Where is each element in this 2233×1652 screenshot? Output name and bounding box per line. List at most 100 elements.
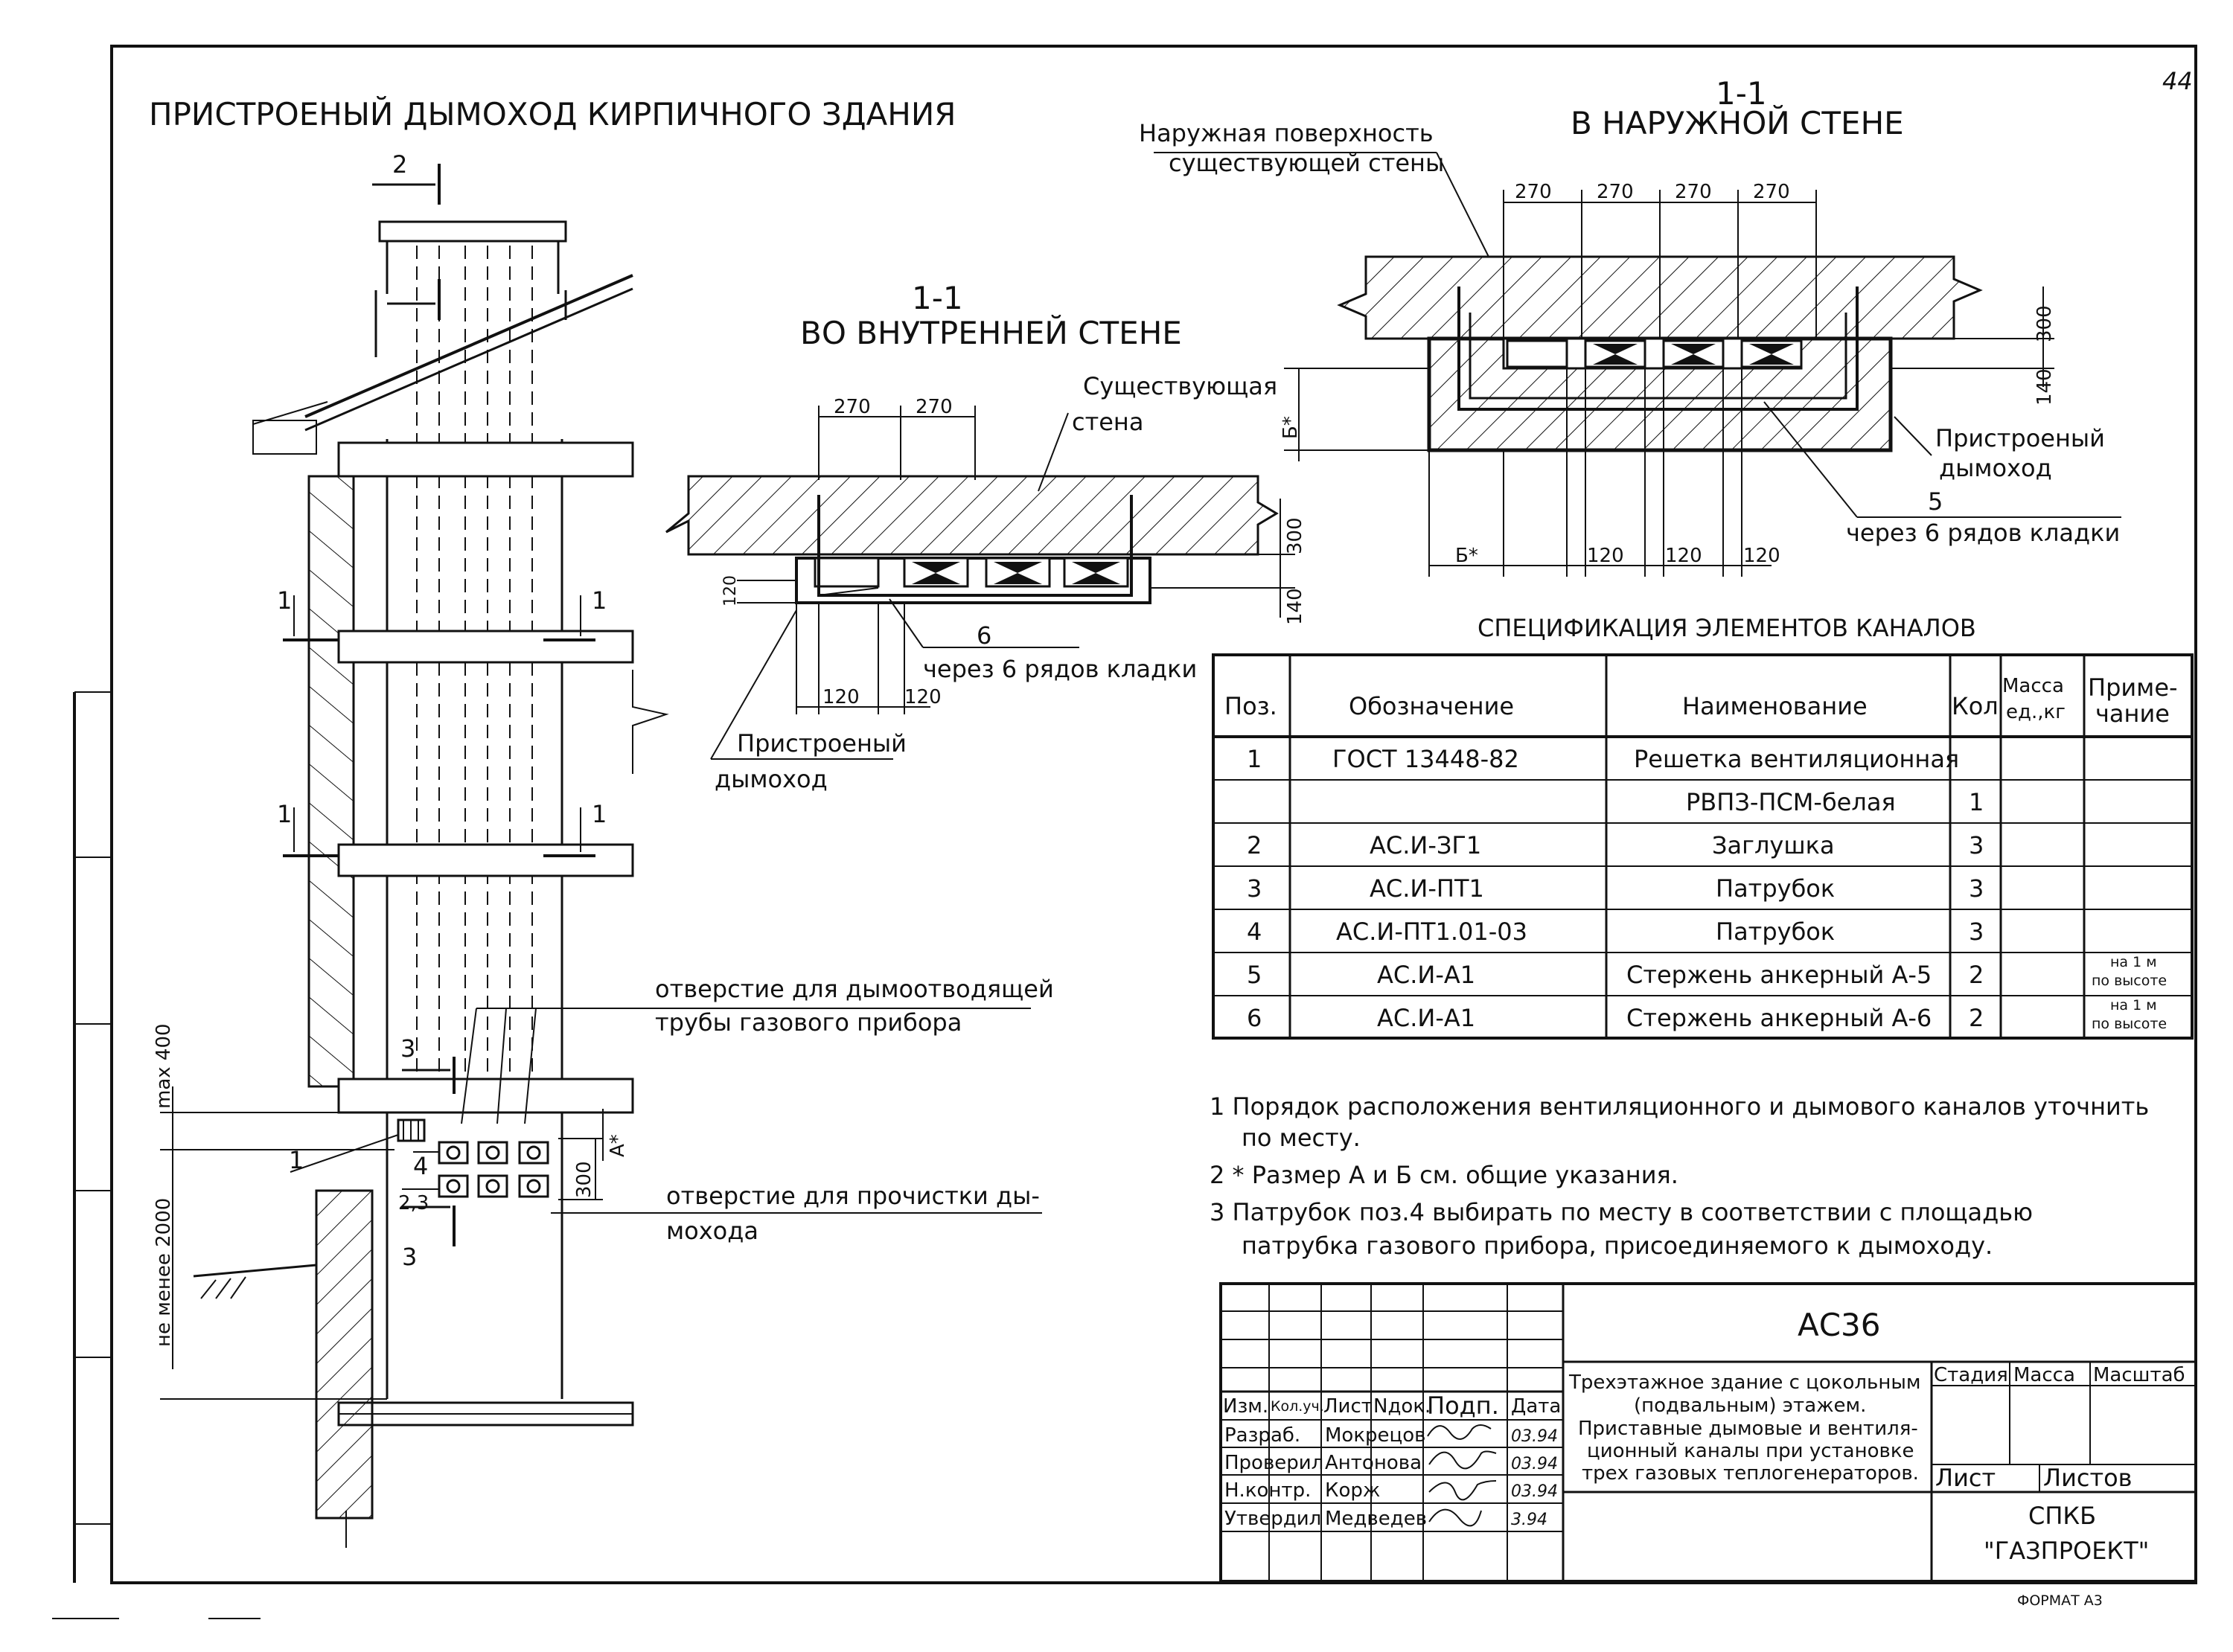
tb-code: АС36 <box>1798 1307 1881 1343</box>
outer-surface-label-2: существующей стены <box>1169 149 1444 177</box>
tb-desc-3: Приставные дымовые и вентиля- <box>1578 1418 1918 1440</box>
outer-dim-120-3: 120 <box>1743 545 1780 567</box>
inner-dim-120c: 120 <box>721 575 740 606</box>
outer-dim-B: Б* <box>1280 416 1302 439</box>
spec-row-5-qty: 3 <box>1969 918 1984 946</box>
inner-rows-note: через 6 рядов кладки <box>923 655 1197 683</box>
tb-date-2: 03.94 <box>1511 1455 1558 1473</box>
outer-dim-B2: Б* <box>1455 545 1478 567</box>
dim-max-400: max 400 <box>153 1023 175 1109</box>
outer-dim-120-2: 120 <box>1665 545 1702 567</box>
inner-dim-120b: 120 <box>904 686 942 708</box>
spec-row-7-qty: 2 <box>1969 1004 1984 1032</box>
dim-300-elevation: 300 <box>573 1161 595 1198</box>
outer-dim-270-2: 270 <box>1597 181 1634 203</box>
spec-header-pos: Поз. <box>1224 692 1277 720</box>
tb-name-1: Мокрецов <box>1325 1424 1425 1447</box>
section-1-mark-c: 1 <box>277 800 292 828</box>
label-pos-1: 1 <box>289 1146 304 1174</box>
inner-pos-6: 6 <box>977 621 991 650</box>
callout-clean-hole-line2: мохода <box>666 1217 758 1245</box>
spec-row-5-designation: АС.И-ПТ1.01-03 <box>1336 918 1527 946</box>
spec-title: СПЕЦИФИКАЦИЯ ЭЛЕМЕНТОВ КАНАЛОВ <box>1478 614 1976 642</box>
tb-name-3: Корж <box>1325 1479 1380 1502</box>
spec-row-7-pos: 6 <box>1247 1004 1262 1032</box>
tb-org-2: "ГАЗПРОЕКТ" <box>1984 1537 2149 1565</box>
spec-row-6-name: Стержень анкерный А-5 <box>1626 961 1932 989</box>
spec-row-7-note-1: на 1 м <box>2110 997 2157 1014</box>
tb-header-podp: Подп. <box>1427 1392 1499 1420</box>
spec-row-5-name: Патрубок <box>1716 918 1835 946</box>
tb-header-list: Лист <box>1323 1395 1373 1418</box>
title-block: Изм. Кол.уч. Лист Nдок. Подп. Дата Разра… <box>1219 1282 2197 1583</box>
tb-header-koluch: Кол.уч. <box>1271 1398 1324 1415</box>
tb-role-2: Проверил <box>1224 1452 1323 1474</box>
spec-row-1-designation: ГОСТ 13448-82 <box>1332 745 1519 773</box>
note-2: 2 * Размер А и Б см. общие указания. <box>1210 1161 1678 1189</box>
spec-row-4-qty: 3 <box>1969 874 1984 903</box>
section-3-mark-bottom: 3 <box>402 1243 417 1271</box>
note-1-line-1: 1 Порядок расположения вентиляционного и… <box>1210 1092 2149 1121</box>
spec-table: СПЕЦИФИКАЦИЯ ЭЛЕМЕНТОВ КАНАЛОВ Поз. Обоз… <box>1212 614 2194 1040</box>
tb-date-4: 3.94 <box>1511 1511 1547 1529</box>
main-title: ПРИСТРОЕНЫЙ ДЫМОХОД КИРПИЧНОГО ЗДАНИЯ <box>149 95 956 132</box>
table-row: 3 АС.И-ПТ1 Патрубок 3 <box>1247 874 1984 903</box>
spec-row-6-designation: АС.И-А1 <box>1377 961 1475 989</box>
spec-row-6-qty: 2 <box>1969 961 1984 989</box>
section-inner-title: ВО ВНУТРЕННЕЙ СТЕНЕ <box>800 314 1182 351</box>
spec-row-7-note-2: по высоте <box>2092 1016 2167 1032</box>
inner-dim-270a: 270 <box>834 396 871 418</box>
section-inner-wall: 1-1 ВО ВНУТРЕННЕЙ СТЕНЕ Существующая сте… <box>665 280 1306 793</box>
spec-row-6-note-2: по высоте <box>2092 973 2167 989</box>
label-pos-4: 4 <box>413 1152 428 1180</box>
inner-dim-120a: 120 <box>822 686 860 708</box>
table-row: РВПЗ-ПСМ-белая 1 <box>1686 788 1984 816</box>
outer-dim-120-1: 120 <box>1587 545 1624 567</box>
spec-row-6-note-1: на 1 м <box>2110 954 2157 970</box>
spec-row-3-pos: 2 <box>1247 831 1262 859</box>
building-wall <box>307 475 355 1088</box>
tb-header-date: Дата <box>1511 1395 1561 1418</box>
tb-sheets: Листов <box>2043 1464 2133 1492</box>
inner-dim-270b: 270 <box>916 396 953 418</box>
tb-desc-2: (подвальным) этажем. <box>1634 1395 1866 1417</box>
outer-flue-label-2: дымоход <box>1939 454 2052 482</box>
sheet-frame <box>110 45 2197 1584</box>
spec-row-4-name: Патрубок <box>1716 874 1835 903</box>
outer-flue-label-1: Пристроеный <box>1935 424 2105 452</box>
table-row: 4 АС.И-ПТ1.01-03 Патрубок 3 <box>1247 918 1984 946</box>
spec-row-7-name: Стержень анкерный А-6 <box>1626 1004 1932 1032</box>
spec-row-2-name: РВПЗ-ПСМ-белая <box>1686 788 1896 816</box>
tb-header-izm: Изм. <box>1223 1395 1268 1418</box>
spec-row-6-pos: 5 <box>1247 961 1262 989</box>
inner-dim-140: 140 <box>1284 588 1306 625</box>
tb-role-1: Разраб. <box>1224 1424 1300 1447</box>
note-1-line-2: по месту. <box>1242 1124 1361 1152</box>
outer-surface-label-1: Наружная поверхность <box>1139 119 1434 147</box>
elevation-drawing: 2 1 1 1 1 3 3 1 4 2,3 max 400 не менее 2… <box>153 150 1054 1548</box>
table-row: 2 АС.И-ЗГ1 Заглушка 3 <box>1247 831 1984 859</box>
callout-clean-hole-line1: отверстие для прочистки ды- <box>666 1182 1040 1210</box>
section-1-mark-d: 1 <box>592 800 607 828</box>
callout-flue-hole-line1: отверстие для дымоотводящей <box>655 975 1054 1003</box>
outer-dim-270-1: 270 <box>1515 181 1552 203</box>
tb-role-3: Н.контр. <box>1224 1479 1311 1502</box>
spec-header-designation: Обозначение <box>1349 692 1514 720</box>
dim-min-2000: не менее 2000 <box>153 1198 175 1347</box>
tb-date-1: 03.94 <box>1511 1427 1558 1446</box>
chimney-cap <box>378 220 567 243</box>
inner-wall-label-2: стена <box>1072 408 1143 436</box>
outer-dim-140: 140 <box>2034 368 2056 406</box>
section-2-mark-top: 2 <box>392 150 407 179</box>
spec-row-3-name: Заглушка <box>1712 831 1835 859</box>
spec-row-5-pos: 4 <box>1247 918 1262 946</box>
tb-mass: Масса <box>2013 1364 2075 1386</box>
tb-org-1: СПКБ <box>2028 1502 2096 1530</box>
section-3-mark-top: 3 <box>400 1034 415 1063</box>
spec-header-qty: Кол <box>1952 692 1999 720</box>
table-row: 1 ГОСТ 13448-82 Решетка вентиляционная <box>1247 745 1959 773</box>
spec-row-3-designation: АС.И-ЗГ1 <box>1370 831 1481 859</box>
callout-flue-hole-line2: трубы газового прибора <box>655 1008 962 1037</box>
spec-header-note-1: Приме- <box>2088 673 2178 702</box>
